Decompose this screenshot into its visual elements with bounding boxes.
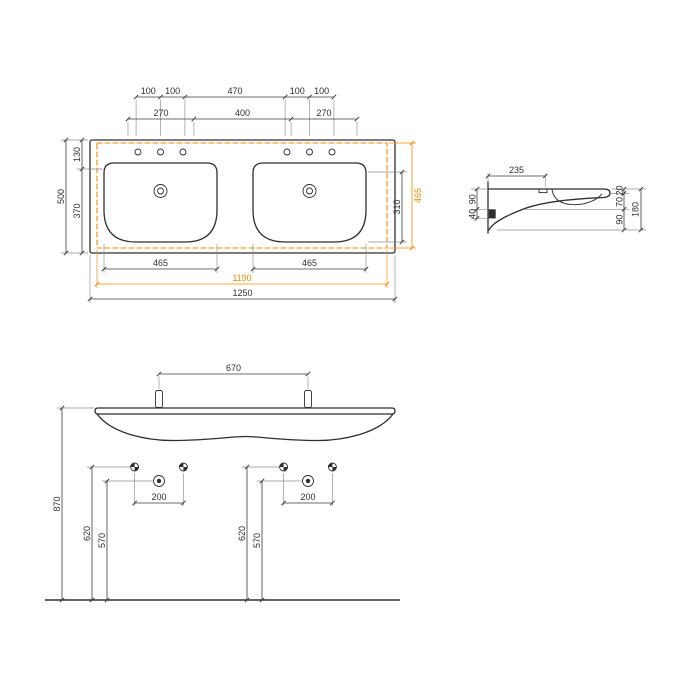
dim-label: 235 — [509, 165, 524, 175]
front-dimension-lines — [61, 373, 333, 600]
basin-front-underside — [96, 413, 394, 442]
dim-label: 500 — [56, 189, 66, 204]
dim-label: 310 — [392, 199, 402, 214]
dim-label: 40 — [468, 209, 478, 219]
section-extension-lines — [471, 173, 646, 231]
front-ticks — [59, 371, 335, 603]
tap-right — [304, 390, 312, 408]
dim-label: 100 — [314, 86, 329, 96]
dim-label: 100 — [165, 86, 180, 96]
dim-label: 270 — [153, 108, 168, 118]
dim-label: 130 — [72, 147, 82, 162]
plan-dimension-lines — [65, 96, 403, 300]
dim-label: 870 — [52, 496, 62, 511]
fixing-bracket — [488, 209, 496, 219]
dim-label: 470 — [227, 86, 242, 96]
plan-dimension-lines-accent — [97, 143, 413, 285]
dim-label: 70 — [615, 197, 625, 207]
tap-holes — [134, 148, 336, 156]
dim-label: 370 — [72, 203, 82, 218]
dim-label-accent: 465 — [413, 188, 423, 203]
dim-label: 620 — [237, 526, 247, 541]
dim-label: 465 — [302, 258, 317, 268]
plan-ticks — [63, 94, 405, 302]
plan-extension-lines — [61, 99, 407, 303]
tap-hole-section — [538, 188, 548, 194]
section-ticks — [474, 173, 644, 233]
dim-label: 670 — [226, 363, 241, 373]
dim-label: 200 — [151, 492, 166, 502]
dim-label: 20 — [615, 185, 625, 195]
tap-left — [155, 390, 163, 408]
front-extension-lines — [57, 376, 333, 506]
dim-label: 90 — [615, 215, 625, 225]
dim-label: 620 — [82, 526, 92, 541]
fixing-anchors — [130, 462, 337, 472]
dim-label: 465 — [153, 258, 168, 268]
dim-label-accent: 1190 — [232, 273, 251, 283]
basin-front-slab — [94, 407, 396, 415]
waste-outlets — [153, 475, 314, 487]
section-view: 235 90 40 20 70 90 180 — [468, 165, 646, 234]
basin-section-outline — [487, 188, 611, 231]
plan-view: 100 100 470 100 100 270 400 270 130 370 … — [56, 86, 423, 303]
basin-right-outline — [252, 162, 367, 243]
dim-label: 100 — [141, 86, 156, 96]
plan-ticks-accent — [94, 140, 415, 287]
cutout-dashed-outline — [96, 142, 388, 249]
drain-right — [302, 184, 317, 198]
section-dimension-lines — [476, 175, 642, 230]
basin-section-bowl — [551, 189, 603, 206]
countertop-outline — [89, 139, 396, 254]
plan-extension-lines-accent — [96, 142, 416, 288]
basin-left-outline — [103, 162, 218, 243]
dim-label: 1250 — [232, 288, 252, 298]
dim-label: 90 — [468, 194, 478, 204]
dim-label: 570 — [252, 533, 262, 548]
dim-label: 270 — [316, 108, 331, 118]
dim-label: 400 — [235, 108, 250, 118]
dim-label: 570 — [97, 533, 107, 548]
dim-label: 100 — [290, 86, 305, 96]
dim-label: 180 — [631, 202, 641, 217]
dim-label: 200 — [300, 492, 315, 502]
front-view: 670 870 620 570 200 620 570 200 — [45, 363, 400, 603]
drain-left — [153, 184, 168, 198]
